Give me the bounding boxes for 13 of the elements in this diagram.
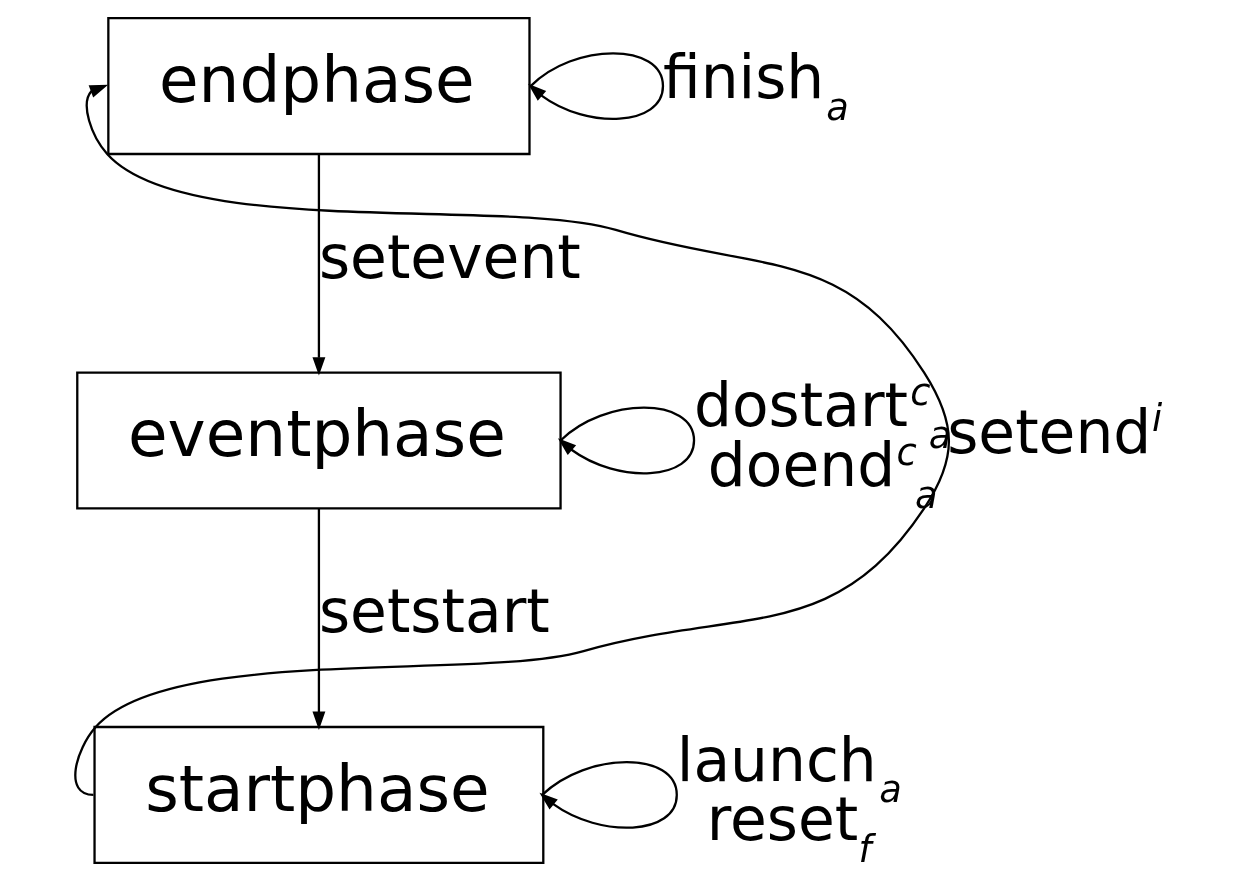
edge-label: setevent: [318, 221, 581, 292]
node-box: endphase: [106, 16, 531, 155]
arrow: [311, 508, 325, 730]
node-box: startphase: [92, 725, 544, 864]
arrow: [311, 153, 325, 376]
arrow: [557, 406, 695, 474]
arrow: [527, 51, 664, 120]
edge-label: launch$_{a}$ reset$_{f}$: [676, 724, 902, 871]
node-box: eventphase: [75, 370, 562, 510]
arrow: [538, 760, 678, 829]
edge-label: setstart: [318, 575, 550, 646]
arrow: [75, 84, 950, 796]
edge-label: finish$_{a}$: [662, 41, 849, 129]
